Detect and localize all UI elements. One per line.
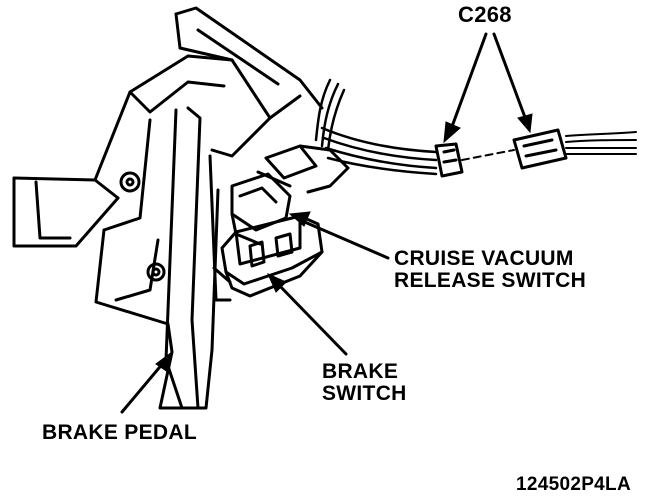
brake-pedal-label: BRAKE PEDAL (42, 422, 197, 444)
connector-label-text: C268 (458, 2, 512, 27)
pedal-support-bracket (12, 6, 324, 282)
connector-c268-left (434, 142, 464, 178)
brake-switch-arrowhead (267, 273, 287, 293)
brake-pedal-arrowhead (155, 350, 173, 373)
cruise-switch-arrowhead (288, 211, 311, 227)
c268-arrowhead-right (517, 113, 533, 134)
connector-c268-label: C268 (458, 4, 512, 26)
c268-arrowhead-left (443, 121, 461, 144)
brake-switch-label: BRAKE SWITCH (322, 361, 407, 405)
brake-switch-body (212, 214, 324, 298)
brake-switch-label-line2: SWITCH (322, 382, 407, 405)
brake-pedal-arrow (120, 360, 166, 414)
c268-arrow-right (492, 32, 528, 122)
cruise-switch-arrow (298, 218, 390, 260)
wire-harness (314, 78, 438, 176)
c268-arrow-left (448, 32, 488, 134)
connector-alignment-line (461, 149, 515, 161)
cruise-vacuum-release-switch-label: CRUISE VACUUM RELEASE SWITCH (394, 248, 586, 292)
figure-id-text: 124502P4LA (516, 474, 631, 495)
brake-switch-label-line1: BRAKE (322, 360, 399, 383)
cruise-label-line2: RELEASE SWITCH (394, 269, 587, 292)
brake-switch-arrow (274, 280, 348, 356)
figure-id-label: 124502P4LA (516, 474, 631, 496)
brake-pedal-label-text: BRAKE PEDAL (42, 421, 197, 444)
cruise-label-line1: CRUISE VACUUM (394, 247, 574, 270)
connector-c268-right (512, 128, 637, 170)
